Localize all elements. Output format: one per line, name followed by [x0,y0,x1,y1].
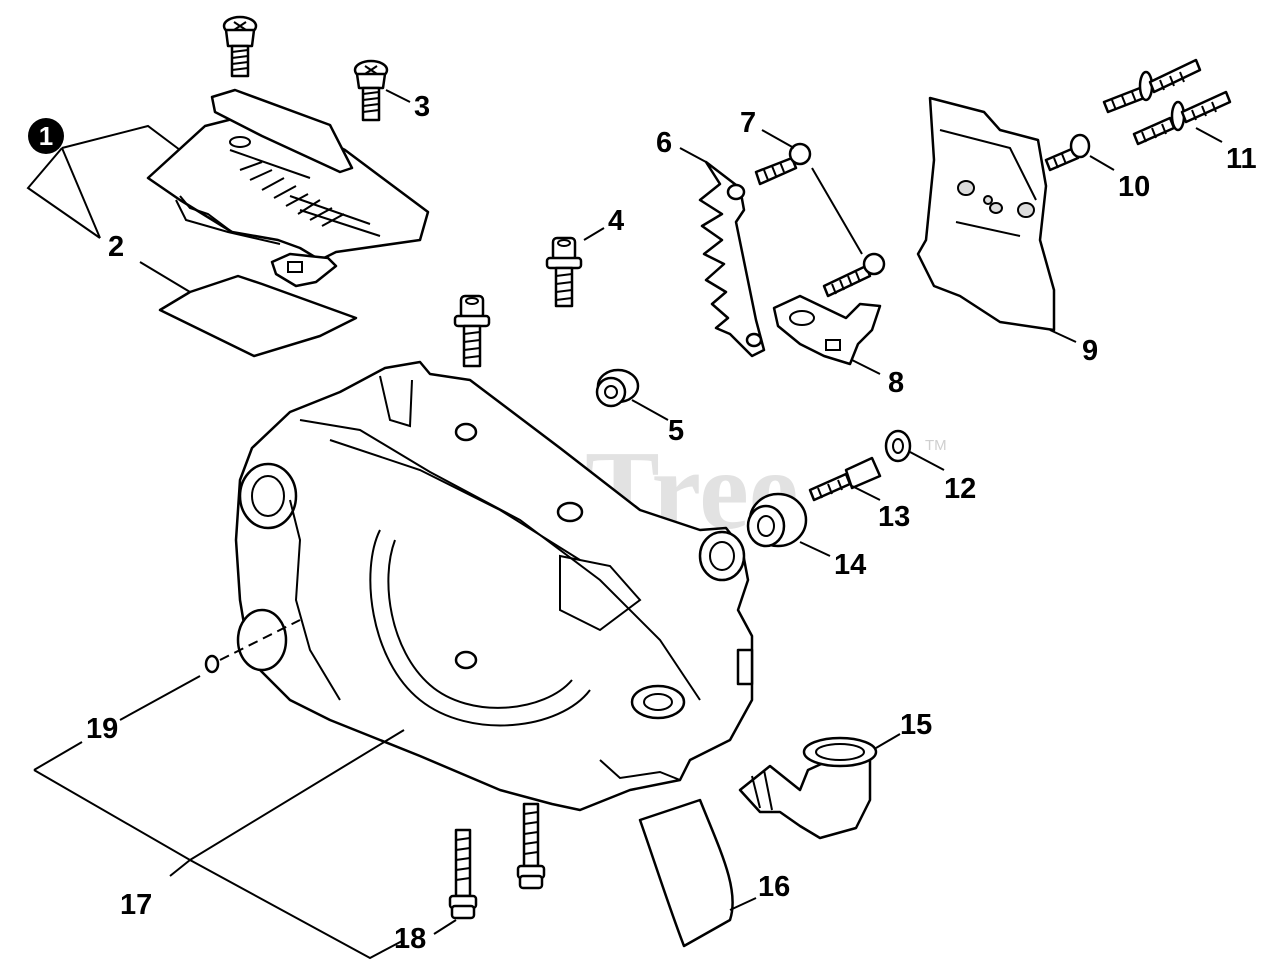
bumper-spike-part [698,160,766,358]
bumper-screw-part-2 [822,252,886,298]
callout-2-label: 2 [108,231,124,263]
leader-lines [26,89,1223,960]
callout-13-label: 13 [878,501,910,533]
callout-15-label: 15 [900,709,932,741]
callout-5-label: 5 [668,415,684,447]
callout-1-label: 1 [39,121,53,151]
washer-part [884,429,912,463]
callout-3-label: 3 [414,91,430,123]
collar-screw-part-1 [545,236,583,308]
oring-part [204,619,301,674]
guard-plate-part [916,96,1056,332]
callout-17-label: 17 [120,889,152,921]
grommet-part [746,492,808,548]
callout-19-label: 19 [86,713,118,745]
stud-part-13 [808,456,882,502]
cover-plate-part [146,88,430,288]
gasket-part [158,274,358,358]
callout-10-label: 10 [1118,171,1150,203]
bolt-part-18-1 [448,828,478,920]
callout-12-label: 12 [944,473,976,505]
stud-part-11-1 [1102,58,1202,114]
watermark-trademark: TM [925,437,947,454]
callout-9-label: 9 [1082,335,1098,367]
screw-part-10 [1044,133,1091,172]
callout-4-label: 4 [608,205,624,237]
callout-16-label: 16 [758,871,790,903]
bushing-part [595,368,640,408]
screw-part-top-2 [353,59,389,122]
screw-part-top-1 [222,15,258,78]
callout-6-label: 6 [656,127,672,159]
bumper-screw-part-1 [754,142,812,186]
callout-1: 1 [28,118,64,154]
callout-8-label: 8 [888,367,904,399]
callout-7-label: 7 [740,107,756,139]
callout-14-label: 14 [834,549,866,581]
collar-screw-part-2 [453,294,491,368]
callout-11-label: 11 [1226,143,1257,175]
stud-part-11-2 [1132,90,1232,146]
bolt-part-18-2 [516,802,546,890]
bracket-part [772,294,882,366]
callout-18-label: 18 [394,923,426,955]
elbow-hose-part [738,736,878,840]
housing-part [234,360,754,812]
sheet-part [638,798,734,948]
